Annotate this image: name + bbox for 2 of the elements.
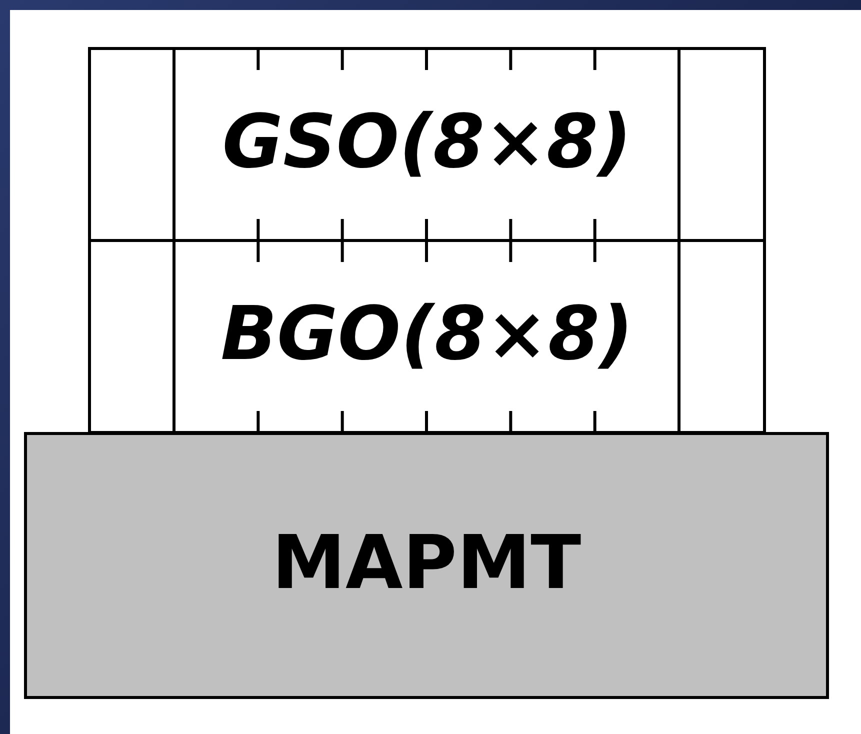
layer-label: MAPMT	[272, 521, 582, 606]
photomultiplier-block	[24, 432, 829, 699]
